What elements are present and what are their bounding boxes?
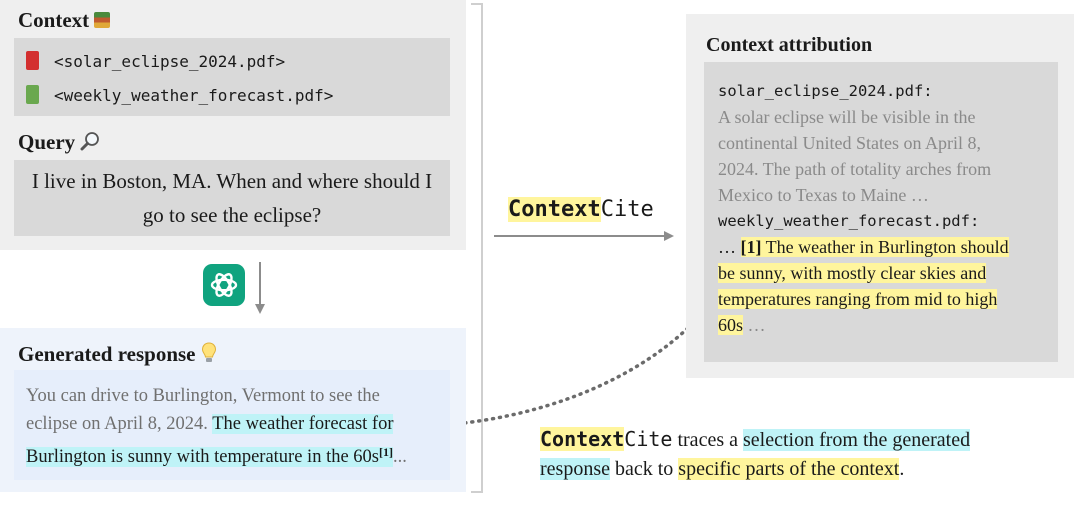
attr-weather-line-2: be sunny, with mostly clear skies and bbox=[718, 260, 987, 286]
attr-weather-highlight-4: 60s bbox=[718, 315, 744, 335]
file-weather: <weekly_weather_forecast.pdf> bbox=[54, 86, 334, 105]
attribution-box: solar_eclipse_2024.pdf: A solar eclipse … bbox=[704, 62, 1058, 362]
attr-solar-line-3: 2024. The path of totality arches from bbox=[718, 159, 992, 179]
response-citation-marker: [1] bbox=[379, 445, 393, 459]
caption-line-1: ContextCite traces a selection from the … bbox=[540, 424, 971, 455]
response-heading: Generated response bbox=[18, 342, 217, 367]
caption-highlight-selection: selection from the generated bbox=[742, 429, 971, 451]
query-heading: Query bbox=[18, 130, 102, 155]
attr-weather-highlight-2: be sunny, with mostly clear skies and bbox=[718, 263, 987, 283]
response-title: Generated response bbox=[18, 342, 196, 366]
query-line-1: I live in Boston, MA. When and where sho… bbox=[31, 169, 433, 193]
generated-response-panel: Generated response You can drive to Burl… bbox=[0, 328, 466, 492]
caption-highlight-context: specific parts of the context bbox=[678, 458, 900, 480]
response-selection-part-1: The weather forecast for bbox=[212, 414, 394, 434]
attr-weather-text-1: The weather in Burlington should bbox=[761, 237, 1009, 257]
attr-weather-highlight-1: [1] The weather in Burlington should bbox=[740, 237, 1009, 257]
context-query-panel: Context <solar_eclipse_2024.pdf> <weekly… bbox=[0, 0, 466, 250]
attribution-title: Context attribution bbox=[706, 34, 873, 56]
response-selection-part-2: Burlington is sunny with temperature in … bbox=[26, 445, 393, 467]
attr-weather-prefix: … bbox=[718, 237, 741, 257]
caption-contextcite-bold: Context bbox=[540, 427, 625, 451]
red-book-icon bbox=[26, 51, 39, 70]
caption-period: . bbox=[899, 458, 905, 480]
context-heading: Context bbox=[18, 8, 111, 33]
openai-logo-icon bbox=[203, 264, 245, 306]
query-box: I live in Boston, MA. When and where sho… bbox=[14, 160, 450, 236]
context-attribution-panel: Context attribution solar_eclipse_2024.p… bbox=[686, 14, 1074, 378]
response-selection-text: Burlington is sunny with temperature in … bbox=[26, 447, 379, 467]
attr-weather-highlight-3: temperatures ranging from mid to high bbox=[718, 289, 998, 309]
left-bracket bbox=[471, 3, 483, 493]
caption-text-1: traces a bbox=[672, 429, 743, 451]
caption-contextcite-regular: Cite bbox=[624, 427, 673, 451]
context-files-box: <solar_eclipse_2024.pdf> <weekly_weather… bbox=[14, 38, 450, 116]
response-line-3: Burlington is sunny with temperature in … bbox=[26, 438, 407, 471]
query-line-2: go to see the eclipse? bbox=[142, 203, 322, 227]
books-icon bbox=[94, 12, 111, 28]
response-ellipsis: ... bbox=[393, 447, 407, 467]
contextcite-regular: Cite bbox=[600, 197, 654, 222]
attr-file-weather: weekly_weather_forecast.pdf: bbox=[718, 212, 980, 230]
green-book-icon bbox=[26, 85, 39, 104]
query-title: Query bbox=[18, 130, 76, 154]
attr-weather-line-3: temperatures ranging from mid to high bbox=[718, 286, 998, 312]
caption-line-2: response back to specific parts of the c… bbox=[540, 454, 904, 484]
attr-solar-line-1: A solar eclipse will be visible in the bbox=[718, 107, 976, 127]
attr-weather-line-4: 60s … bbox=[718, 312, 766, 338]
response-box: You can drive to Burlington, Vermont to … bbox=[14, 370, 450, 480]
attr-weather-line-1: … [1] The weather in Burlington should bbox=[718, 234, 1009, 260]
caption-text-2: back to bbox=[609, 458, 679, 480]
attr-weather-suffix: … bbox=[743, 315, 766, 335]
caption-highlight-response: response bbox=[540, 458, 610, 480]
response-plain-text: eclipse on April 8, 2024. bbox=[26, 414, 213, 434]
contextcite-label: ContextCite bbox=[508, 196, 654, 222]
attr-solar-line-4: Mexico to Texas to Maine … bbox=[718, 185, 929, 205]
attr-citation-marker: [1] bbox=[740, 237, 762, 257]
dotted-attribution-arrow bbox=[428, 313, 703, 428]
context-title: Context bbox=[18, 8, 90, 32]
magnifier-icon bbox=[80, 132, 100, 151]
response-line-2: eclipse on April 8, 2024. The weather fo… bbox=[26, 410, 394, 438]
attr-file-solar: solar_eclipse_2024.pdf: bbox=[718, 82, 933, 100]
contextcite-bold: Context bbox=[508, 197, 601, 222]
attr-solar-line-2: continental United States on April 8, bbox=[718, 133, 981, 153]
file-solar: <solar_eclipse_2024.pdf> bbox=[54, 52, 286, 71]
response-line-1: You can drive to Burlington, Vermont to … bbox=[26, 386, 380, 406]
lightbulb-icon bbox=[201, 342, 216, 362]
